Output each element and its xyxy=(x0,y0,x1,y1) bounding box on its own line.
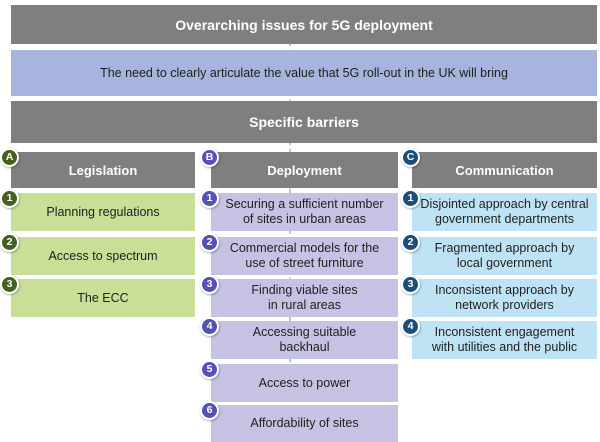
badge-letter-c: C xyxy=(401,148,420,167)
overarching-issues-bar: Overarching issues for 5G deployment xyxy=(11,5,597,44)
deployment-item-5-text: Access to power xyxy=(258,375,351,390)
deployment-item-2: 2 Commercial models for the use of stree… xyxy=(200,233,398,275)
communication-item-4-text: Inconsistent engagement with utilities a… xyxy=(431,325,578,354)
column-header-deployment: B Deployment xyxy=(200,148,398,188)
communication-item-1-text: Disjointed approach by central governmen… xyxy=(420,197,589,226)
legislation-item-1-text: Planning regulations xyxy=(46,204,160,219)
communication-item-2-text: Fragmented approach by local government xyxy=(434,241,575,270)
communication-item-2: 2 Fragmented approach by local governmen… xyxy=(401,233,597,275)
deployment-item-5: 5 Access to power xyxy=(200,360,398,402)
legislation-item-2-text: Access to spectrum xyxy=(48,248,158,263)
badge-letter-b: B xyxy=(200,148,219,167)
communication-item-4: 4 Inconsistent engagement with utilities… xyxy=(401,317,597,359)
badge-number-icon: 2 xyxy=(200,233,219,252)
badge-number-icon: 2 xyxy=(401,233,420,252)
badge-number-icon: 5 xyxy=(200,360,219,379)
deployment-item-3-text: Finding viable sites in rural areas xyxy=(251,283,358,312)
badge-number-icon: 2 xyxy=(0,233,19,252)
badge-number-icon: 1 xyxy=(401,189,420,208)
legislation-item-3-text: The ECC xyxy=(77,290,129,305)
column-header-deployment-label: Deployment xyxy=(267,162,342,178)
legislation-item-2: 2 Access to spectrum xyxy=(0,233,195,275)
column-header-communication-label: Communication xyxy=(455,162,554,178)
specific-barriers-bar: Specific barriers xyxy=(11,101,597,143)
badge-number-icon: 6 xyxy=(200,401,219,420)
badge-number-icon: 3 xyxy=(200,275,219,294)
column-header-legislation: A Legislation xyxy=(0,148,195,188)
value-statement-bar: The need to clearly articulate the value… xyxy=(11,50,597,96)
badge-number-icon: 3 xyxy=(401,275,420,294)
deployment-item-3: 3 Finding viable sites in rural areas xyxy=(200,275,398,317)
column-header-communication: C Communication xyxy=(401,148,597,188)
badge-number-icon: 1 xyxy=(200,189,219,208)
badge-number-icon: 3 xyxy=(0,275,19,294)
communication-item-1: 1 Disjointed approach by central governm… xyxy=(401,189,597,231)
deployment-item-2-text: Commercial models for the use of street … xyxy=(229,241,380,270)
badge-letter-a: A xyxy=(0,148,19,167)
badge-number-icon: 1 xyxy=(0,189,19,208)
deployment-item-4-text: Accessing suitable backhaul xyxy=(252,325,357,354)
deployment-item-6: 6 Affordability of sites xyxy=(200,401,398,442)
legislation-item-1: 1 Planning regulations xyxy=(0,189,195,231)
deployment-item-6-text: Affordability of sites xyxy=(250,416,359,430)
deployment-item-1-text: Securing a sufficient number of sites in… xyxy=(225,197,384,226)
deployment-item-1: 1 Securing a sufficient number of sites … xyxy=(200,189,398,231)
communication-item-3-text: Inconsistent approach by network provide… xyxy=(435,283,574,312)
deployment-item-4: 4 Accessing suitable backhaul xyxy=(200,317,398,359)
legislation-item-3: 3 The ECC xyxy=(0,275,195,317)
badge-number-icon: 4 xyxy=(200,317,219,336)
column-header-legislation-label: Legislation xyxy=(68,162,138,178)
communication-item-3: 3 Inconsistent approach by network provi… xyxy=(401,275,597,317)
badge-number-icon: 4 xyxy=(401,317,420,336)
